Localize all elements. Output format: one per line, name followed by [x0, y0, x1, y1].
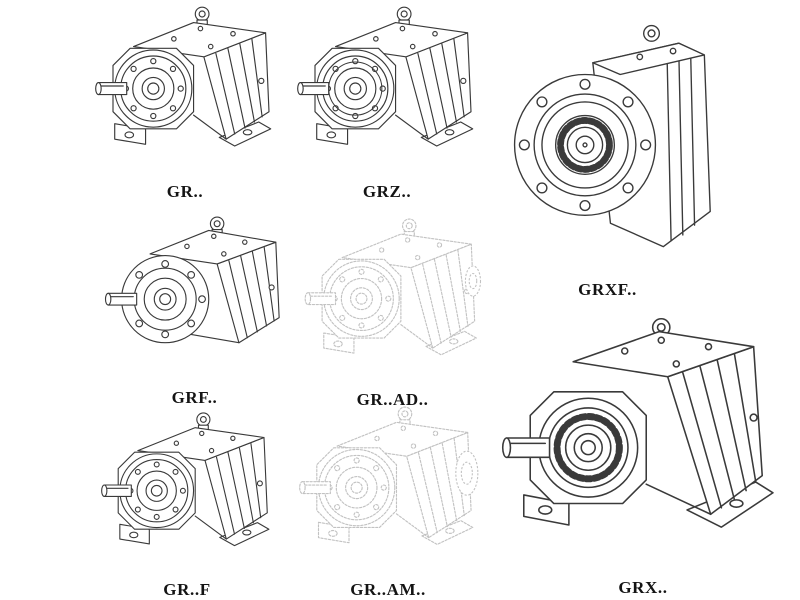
- gearbox-drawing-gr: [90, 2, 280, 182]
- product-label-grf: GRF..: [171, 388, 218, 407]
- extra-bolt-ring: [328, 61, 383, 116]
- product-cell-grx: GRX..: [498, 298, 788, 598]
- large-foot-mounted-gearbox-art: [503, 319, 773, 527]
- gearbox-drawing-grz: [292, 2, 482, 182]
- product-cell-grxf: GRXF..: [495, 4, 720, 300]
- product-label-grxf: GRXF..: [578, 280, 637, 299]
- product-label-gr: GR..: [166, 182, 204, 201]
- product-cell-gr-am: GR..AM..: [288, 402, 488, 600]
- input-adapter: [464, 265, 482, 297]
- phantom-gearbox-art: [305, 219, 476, 355]
- foot-flange-gearbox-art: [102, 413, 269, 546]
- product-label-gr-f: GR..F: [163, 580, 211, 599]
- flange-mounted-gearbox-art: [105, 217, 279, 343]
- product-label-grx: GRX..: [618, 578, 668, 597]
- gearbox-drawing-grx: [498, 298, 788, 578]
- product-cell-grf: GRF..: [92, 212, 297, 408]
- motor-adapter-flange: [455, 450, 479, 496]
- gearbox-drawing-gr-ad: [290, 214, 482, 390]
- gearbox-drawing-grxf: [495, 4, 720, 280]
- foot-mounted-gearbox-art: [298, 7, 473, 146]
- product-label-gr-am: GR..AM..: [350, 580, 426, 599]
- product-label-grz: GRZ..: [362, 182, 412, 201]
- gearbox-drawing-gr-am: [288, 402, 479, 580]
- phantom-gearbox-art: [300, 407, 473, 544]
- product-cell-gr-f: GR..F: [92, 408, 282, 600]
- product-label-gr-ad: GR..AD..: [356, 390, 429, 409]
- product-cell-gr: GR..: [90, 2, 280, 202]
- foot-mounted-gearbox-art: [96, 7, 271, 146]
- product-cell-grz: GRZ..: [292, 2, 482, 202]
- product-cell-gr-ad: GR..AD..: [290, 214, 495, 410]
- gearbox-drawing-grf: [92, 212, 297, 388]
- gearbox-drawing-gr-f: [92, 408, 282, 580]
- flange-front-gearbox-art: [515, 26, 711, 247]
